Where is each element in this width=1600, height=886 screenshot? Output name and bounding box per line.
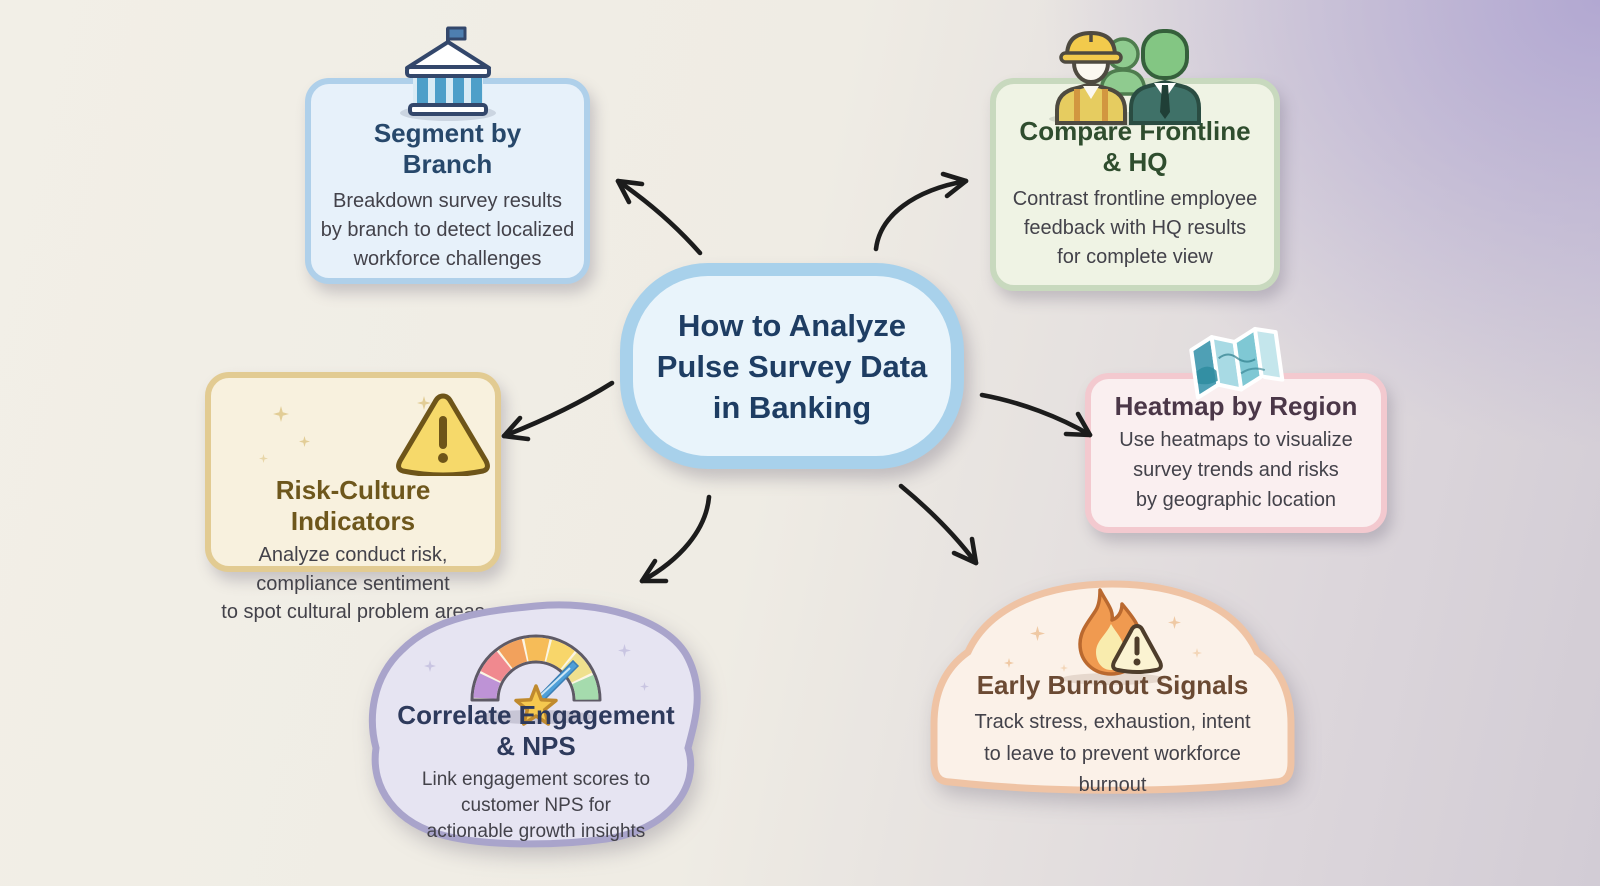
- card-body: Contrast frontline employee feedback wit…: [1013, 185, 1258, 272]
- arrow-to-early-burnout: [898, 483, 979, 566]
- arrow-to-segment-branch: [615, 178, 703, 256]
- arrow-to-correlate-nps: [639, 494, 712, 584]
- body-line: Analyze conduct risk,: [258, 544, 448, 566]
- card-body: Track stress, exhaustion, intent to leav…: [974, 707, 1250, 802]
- card-title-line: Correlate Engagement: [397, 700, 675, 730]
- card-compare-frontline: Compare Frontline & HQ Contrast frontlin…: [990, 29, 1280, 291]
- center-node: How to Analyze Pulse Survey Data in Bank…: [620, 263, 964, 469]
- arrow-to-compare-frontline: [873, 178, 969, 252]
- body-line: by branch to detect localized: [320, 219, 575, 241]
- sparkle-decoration: [1060, 664, 1068, 672]
- diagram-title-line: Pulse Survey Data: [656, 348, 928, 384]
- card-body: Breakdown survey results by branch to de…: [321, 187, 575, 274]
- body-line: compliance sentiment: [256, 572, 450, 595]
- body-line: workforce challenges: [353, 248, 542, 270]
- body-line: Use heatmaps to visualize: [1119, 429, 1353, 451]
- map-icon: [1174, 315, 1297, 419]
- cloud-blob-shape: [368, 601, 701, 848]
- sparkle-decoration: [259, 454, 268, 463]
- body-line: by geographic location: [1135, 489, 1337, 511]
- card-title-line: Branch: [402, 149, 493, 179]
- arrow-to-risk-culture: [501, 380, 615, 439]
- diagram-title-line: How to Analyze: [678, 307, 906, 343]
- card-body: Use heatmaps to visualize survey trends …: [1119, 425, 1352, 515]
- body-line: survey trends and risks: [1133, 459, 1339, 481]
- body-line: customer NPS for: [461, 795, 611, 816]
- sparkle-decoration: [1004, 658, 1014, 668]
- body-line: for complete view: [1057, 246, 1213, 268]
- card-title-line: Risk-Culture Indicators: [275, 475, 431, 536]
- card-title-line: & NPS: [496, 731, 576, 761]
- card-body: Analyze conduct risk, compliance sentime…: [221, 541, 484, 627]
- sparkle-decoration: [299, 436, 310, 447]
- sparkle-decoration: [1192, 648, 1202, 658]
- body-line: burnout: [1078, 774, 1147, 796]
- card-early-burnout: Early Burnout Signals Track stress, exha…: [920, 574, 1305, 806]
- body-line: feedback with HQ results: [1023, 217, 1247, 239]
- body-line: to spot cultural problem areas: [221, 601, 485, 623]
- body-line: to leave to prevent workforce: [984, 742, 1241, 765]
- sparkle-decoration: [606, 710, 614, 718]
- arch-shape: [930, 580, 1295, 794]
- card-title-line: Early Burnout Signals: [976, 670, 1249, 700]
- card-segment-branch: Segment by Branch Breakdown survey resul…: [305, 26, 590, 284]
- workers-icon: [1031, 20, 1211, 131]
- card-correlate-nps: Correlate Engagement & NPS Link engageme…: [366, 598, 706, 850]
- bank-icon: [387, 21, 509, 126]
- card-body: Link engagement scores to customer NPS f…: [422, 767, 650, 845]
- body-line: Contrast frontline employee: [1012, 188, 1258, 210]
- body-line: Breakdown survey results: [333, 190, 562, 212]
- card-title-line: Heatmap by Region: [1114, 391, 1358, 421]
- card-heatmap-region: Heatmap by Region Use heatmaps to visual…: [1085, 326, 1387, 533]
- arrow-to-heatmap-region: [979, 392, 1093, 438]
- gauge-icon: [456, 614, 616, 731]
- warning-triangle-icon: [391, 390, 495, 481]
- card-risk-culture: Risk-Culture Indicators Analyze conduct …: [205, 372, 501, 623]
- body-line: Track stress, exhaustion, intent: [974, 711, 1251, 733]
- diagram-title-line: in Banking: [712, 389, 872, 425]
- card-title-line: & HQ: [1102, 147, 1168, 177]
- body-line: Link engagement scores to: [421, 769, 651, 790]
- card-title-line: Segment by: [373, 118, 522, 148]
- sparkle-decoration: [640, 682, 649, 691]
- flame-warning-icon: [1054, 584, 1172, 691]
- body-line: actionable growth insights: [426, 821, 646, 842]
